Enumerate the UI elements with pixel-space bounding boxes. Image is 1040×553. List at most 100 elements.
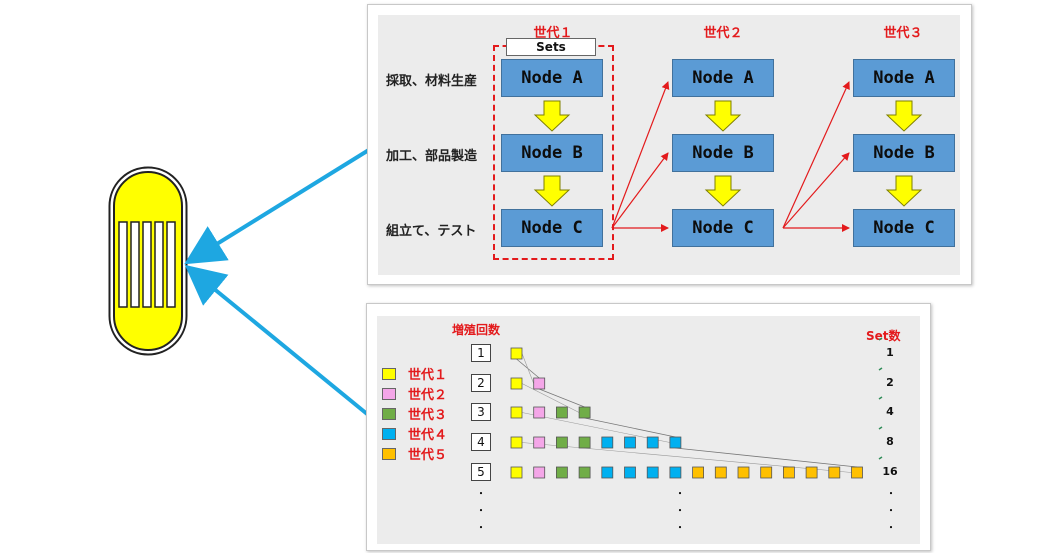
proliferation-row-number-1: 1 (471, 344, 491, 362)
ellipsis-dots-right: ・ ・ ・ (886, 486, 896, 537)
ellipsis-dot: ・ (675, 523, 685, 534)
set-count-row-3: 4 (886, 405, 894, 418)
connector-arrow-bottom (184, 264, 374, 420)
node-c-gen2: Node C (672, 209, 774, 247)
ellipsis-dot: ・ (476, 489, 486, 500)
red-branch-arrows (611, 81, 850, 232)
down-arrow-gen1-bc (533, 175, 571, 207)
ellipsis-dots-left: ・ ・ ・ (476, 486, 486, 537)
down-arrow-gen2-bc (704, 175, 742, 207)
generation-title-3: 世代３ (883, 26, 923, 41)
set-square-gen4 (601, 466, 614, 479)
set-count-row-1: 1 (886, 346, 894, 359)
legend-label: 世代４ (408, 428, 448, 443)
stage-label-processing: 加工、部品製造 (386, 149, 478, 164)
node-c-gen3: Node C (853, 209, 955, 247)
growth-guide-line (521, 442, 852, 473)
proliferation-row-number-4: 4 (471, 433, 491, 451)
count-marker (878, 337, 883, 341)
growth-guide-line (539, 388, 585, 408)
legend-swatch (382, 387, 396, 400)
set-square-gen3 (578, 406, 591, 419)
generation-title-2: 世代２ (703, 26, 743, 41)
set-square-gen4 (624, 436, 636, 449)
count-marker (878, 456, 883, 460)
set-square-gen5 (737, 466, 750, 479)
node-c-gen1: Node C (501, 209, 603, 247)
product-icon (108, 166, 188, 356)
branch-arrow-1-to-a2 (611, 81, 670, 229)
set-square-gen4 (646, 466, 659, 479)
growth-guide-line (675, 447, 858, 468)
ellipsis-dot: ・ (886, 506, 896, 517)
growth-guide-line (521, 353, 534, 384)
set-count-row-4: 8 (886, 435, 894, 448)
node-a-gen1: Node A (501, 59, 603, 97)
legend-item-gen1: 世代１ (382, 364, 447, 383)
down-arrow-gen1-ab (533, 100, 571, 132)
legend-item-gen5: 世代５ (382, 444, 447, 463)
set-square-gen4 (624, 466, 636, 479)
proliferation-count-title: 増殖回数 (452, 323, 501, 337)
branch-arrow-2-to-a3 (782, 81, 850, 229)
growth-guide-line (521, 412, 670, 443)
set-square-gen5 (851, 466, 863, 479)
ellipsis-dot: ・ (476, 523, 486, 534)
legend-label: 世代２ (408, 388, 448, 403)
stage-label-material: 採取、材料生産 (386, 74, 478, 89)
ellipsis-dot: ・ (675, 489, 685, 500)
legend-item-gen4: 世代４ (382, 424, 447, 443)
count-marker (878, 426, 883, 430)
set-square-gen1 (510, 466, 523, 479)
set-square-gen4 (646, 436, 659, 449)
set-count-header: Set数 (866, 329, 901, 343)
legend-label: 世代１ (408, 368, 448, 383)
down-arrow-gen3-ab (885, 100, 923, 132)
set-square-gen4 (669, 436, 682, 449)
set-square-gen2 (533, 436, 546, 449)
node-b-gen1: Node B (501, 134, 603, 172)
legend-swatch (382, 407, 396, 420)
legend-swatch (382, 447, 396, 460)
growth-guide-line (584, 417, 676, 438)
ellipsis-dot: ・ (886, 523, 896, 534)
set-square-gen3 (578, 436, 591, 449)
legend-swatch (382, 427, 396, 440)
set-square-gen4 (669, 466, 682, 479)
growth-guide-line (521, 383, 580, 413)
set-square-gen5 (760, 466, 773, 479)
set-count-row-5: 16 (882, 465, 898, 478)
legend-swatch (382, 367, 396, 380)
ellipsis-dot: ・ (886, 489, 896, 500)
count-marker (878, 396, 883, 400)
down-arrow-gen2-ab (704, 100, 742, 132)
set-count-row-2: 2 (886, 376, 894, 389)
set-square-gen3 (556, 466, 568, 479)
ellipsis-dot: ・ (476, 506, 486, 517)
node-b-gen3: Node B (853, 134, 955, 172)
ellipsis-dots-middle: ・ ・ ・ (675, 486, 685, 537)
node-a-gen3: Node A (853, 59, 955, 97)
set-square-gen5 (805, 466, 818, 479)
set-square-gen1 (510, 406, 523, 419)
ellipsis-dot: ・ (675, 506, 685, 517)
set-square-gen3 (556, 406, 568, 419)
set-square-gen5 (692, 466, 704, 479)
proliferation-row-number-2: 2 (471, 374, 491, 392)
connector-arrow-top (184, 146, 374, 265)
set-square-gen5 (783, 466, 795, 479)
generation-title-1: 世代１ (533, 26, 573, 41)
sets-label: Sets (506, 38, 596, 56)
node-a-gen2: Node A (672, 59, 774, 97)
set-square-gen3 (556, 436, 568, 449)
proliferation-row-number-3: 3 (471, 403, 491, 421)
set-square-gen1 (510, 436, 523, 449)
down-arrow-gen3-bc (885, 175, 923, 207)
legend-item-gen2: 世代２ (382, 384, 447, 403)
set-square-gen3 (578, 466, 591, 479)
set-square-gen5 (714, 466, 727, 479)
stage-label-assembly: 組立て、テスト (386, 224, 477, 239)
